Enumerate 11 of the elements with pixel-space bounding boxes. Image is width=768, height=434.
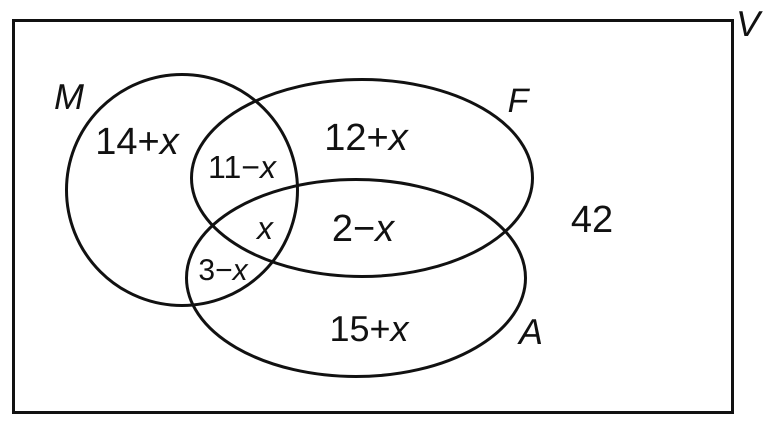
region-count: 11−x [208,151,276,183]
set-label: A [519,314,543,350]
region-count: 14+x [95,123,179,161]
region-count: 3−x [198,256,248,286]
set-label: M [54,79,84,115]
region-count: 15+x [329,311,409,347]
region-count: x [257,212,273,244]
region-count: 2−x [332,210,394,248]
region-count: 12+x [324,119,408,157]
region-count: 42 [570,201,614,239]
set-label: F [508,84,528,118]
